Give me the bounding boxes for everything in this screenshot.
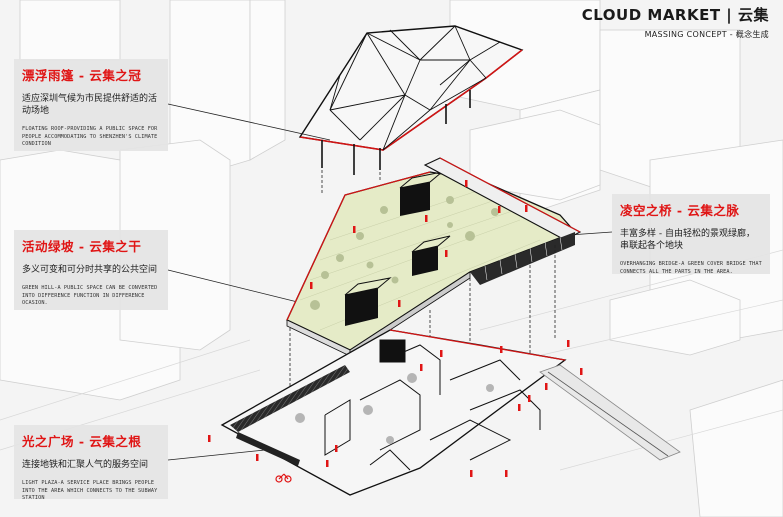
subway-ramp bbox=[540, 365, 680, 460]
bicycle-icon bbox=[276, 474, 291, 482]
page-title: CLOUD MARKET | 云集 bbox=[582, 4, 769, 25]
panel-heading: 凌空之桥 - 云集之脉 bbox=[620, 200, 762, 219]
panel-description-cn: 适应深圳气候为市民提供舒适的活动场地 bbox=[22, 93, 160, 117]
panel-heading: 漂浮雨篷 - 云集之冠 bbox=[22, 65, 160, 84]
panel-description-cn: 连接地铁和汇聚人气的服务空间 bbox=[22, 459, 160, 471]
page-subtitle: MASSING CONCEPT - 概念生成 bbox=[582, 29, 769, 40]
panel-description-cn: 多义可变和可分时共享的公共空间 bbox=[22, 264, 160, 276]
panel-description-en: LIGHT PLAZA-A SERVICE PLACE BRINGS PEOPL… bbox=[22, 480, 160, 503]
panel-description-en: FLOATING ROOF-PROVIDING A PUBLIC SPACE F… bbox=[22, 126, 160, 149]
panel-overhanging-bridge: 凌空之桥 - 云集之脉 丰富多样 - 自由轻松的景观绿廊，串联起各个地块 OVE… bbox=[612, 194, 770, 274]
panel-light-plaza: 光之广场 - 云集之根 连接地铁和汇聚人气的服务空间 LIGHT PLAZA-A… bbox=[14, 425, 168, 499]
light-plaza bbox=[222, 330, 565, 495]
title-block: CLOUD MARKET | 云集 MASSING CONCEPT - 概念生成 bbox=[582, 4, 769, 40]
panel-floating-roof: 漂浮雨篷 - 云集之冠 适应深圳气候为市民提供舒适的活动场地 FLOATING … bbox=[14, 59, 168, 151]
panel-description-en: OVERHANGING BRIDGE-A GREEN COVER BRIDGE … bbox=[620, 261, 762, 276]
panel-green-slope: 活动绿坡 - 云集之干 多义可变和可分时共享的公共空间 GREEN HILL-A… bbox=[14, 230, 168, 310]
panel-heading: 活动绿坡 - 云集之干 bbox=[22, 236, 160, 255]
panel-description-cn: 丰富多样 - 自由轻松的景观绿廊，串联起各个地块 bbox=[620, 228, 762, 252]
panel-heading: 光之广场 - 云集之根 bbox=[22, 431, 160, 450]
panel-description-en: GREEN HILL-A PUBLIC SPACE CAN BE CONVERT… bbox=[22, 285, 160, 308]
